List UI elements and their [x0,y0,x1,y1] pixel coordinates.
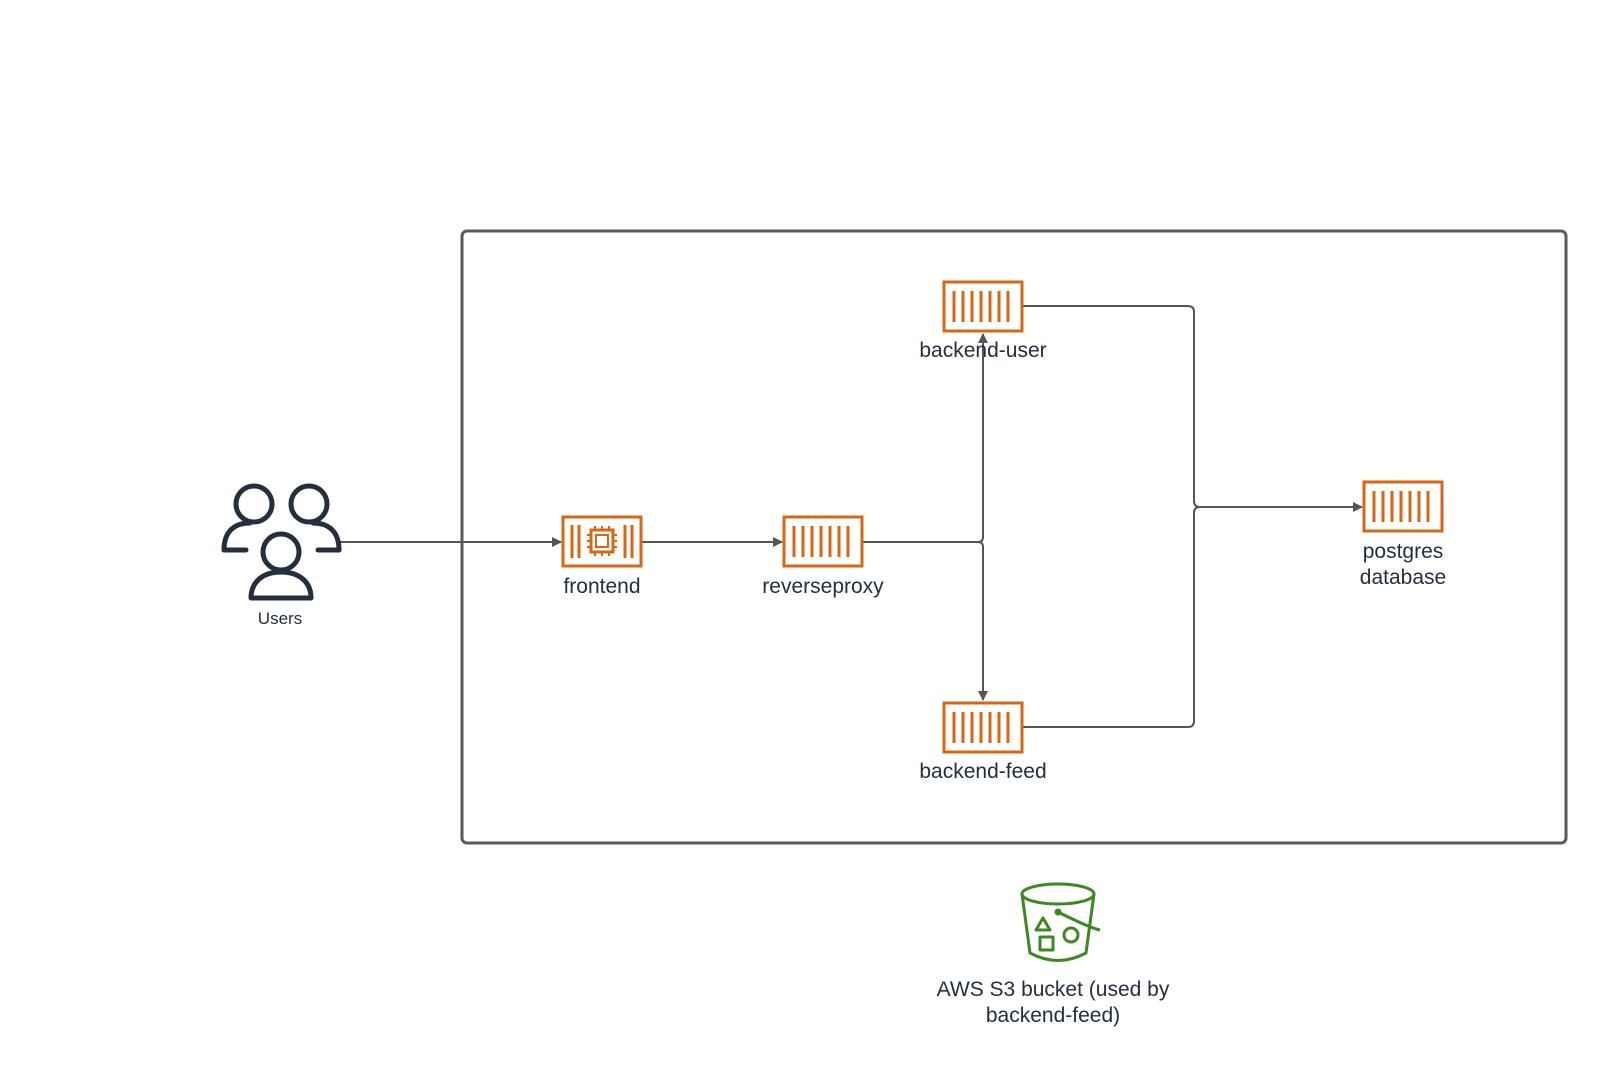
postgres-label-line1: postgres [1362,540,1444,563]
container-icon[interactable] [942,280,1024,333]
edge-reverseproxy-to-backend-feed[interactable] [977,541,988,701]
users-label: Users [257,609,303,628]
container-icon[interactable] [1362,480,1444,533]
system-boundary[interactable] [460,229,1568,845]
s3-label-line1: AWS S3 bucket (used by [936,978,1170,1001]
edge-backend-feed-to-postgres[interactable] [1022,506,1201,728]
edge-backend-user-to-postgres[interactable] [1022,305,1363,512]
connectors [340,305,1363,728]
ec2-container-icon[interactable] [561,515,643,568]
postgres-label-line2: database [1359,566,1447,589]
container-icon[interactable] [782,515,864,568]
postgres-label: postgres database [1323,539,1483,591]
s3-label-line2: backend-feed) [985,1004,1121,1027]
backend-feed-label: backend-feed [919,760,1047,783]
container-icon[interactable] [942,701,1024,754]
s3-label: AWS S3 bucket (used by backend-feed) [913,977,1193,1029]
backend-user-label: backend-user [919,339,1047,362]
s3-bucket-icon[interactable] [1020,882,1101,962]
edge-reverseproxy-to-backend-user[interactable] [862,333,988,543]
frontend-label: frontend [563,575,641,598]
users-icon[interactable] [221,483,342,601]
reverseproxy-label: reverseproxy [762,575,884,598]
